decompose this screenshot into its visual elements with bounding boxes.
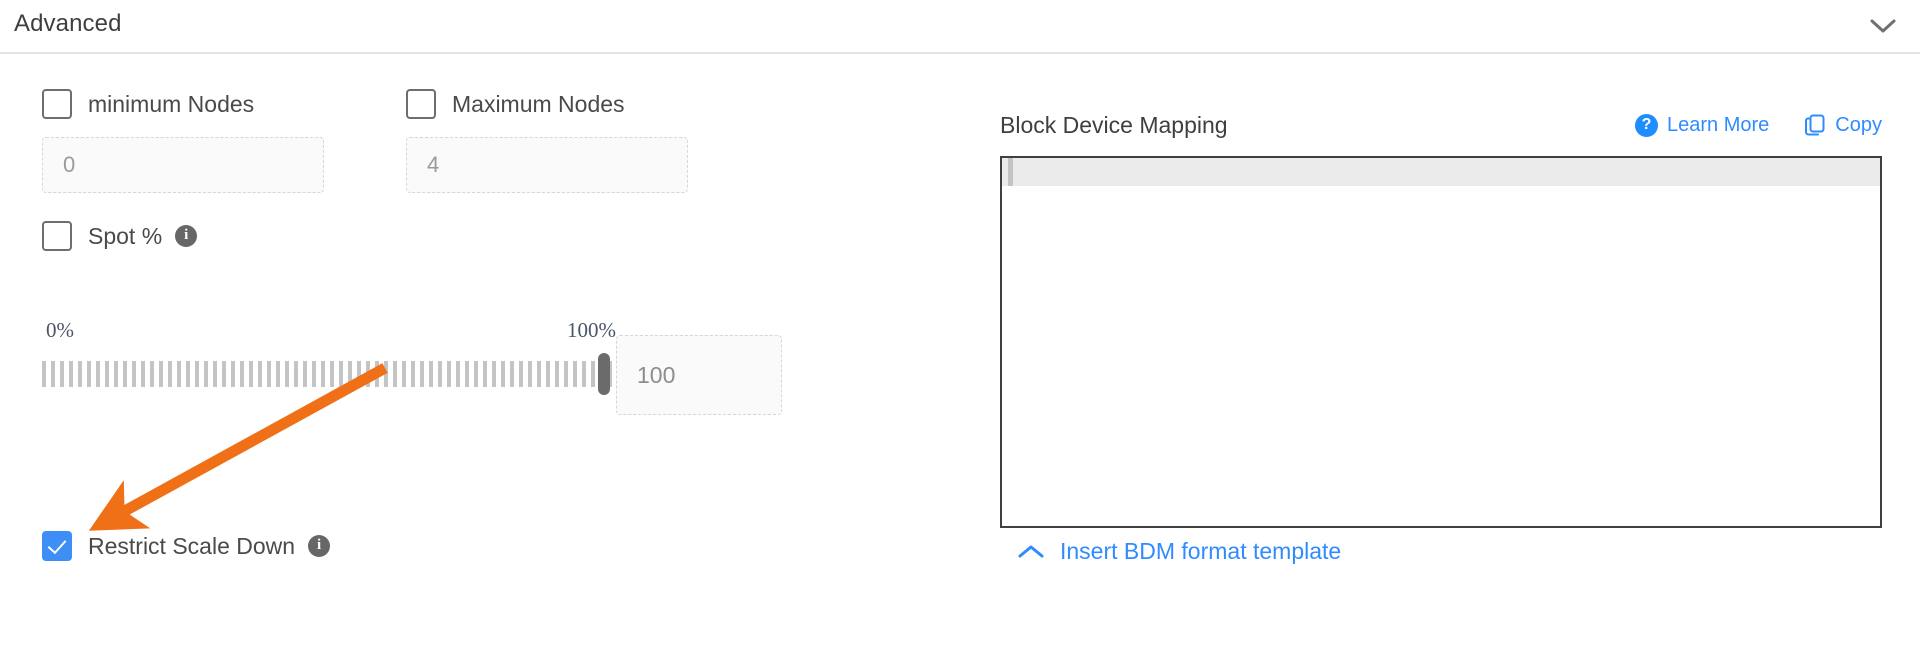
min-nodes-checkbox-row[interactable]: minimum Nodes — [42, 85, 324, 123]
min-nodes-input[interactable] — [42, 137, 324, 193]
spot-percent-checkbox-row[interactable]: Spot % i — [42, 217, 802, 255]
copy-link[interactable]: Copy — [1835, 113, 1882, 136]
spot-percent-input[interactable] — [616, 335, 782, 415]
max-nodes-checkbox-row[interactable]: Maximum Nodes — [406, 85, 688, 123]
slider-scale-labels: 0% 100% — [42, 318, 616, 343]
max-nodes-checkbox[interactable] — [406, 89, 436, 119]
min-nodes-field-row — [42, 137, 324, 193]
max-nodes-label: Maximum Nodes — [452, 90, 625, 117]
learn-more-link[interactable]: Learn More — [1667, 113, 1770, 136]
restrict-scale-down-checkbox[interactable] — [42, 531, 72, 561]
column-spacer — [324, 85, 406, 193]
min-nodes-checkbox[interactable] — [42, 89, 72, 119]
slider-min-label: 0% — [46, 318, 74, 342]
min-nodes-group: minimum Nodes — [42, 85, 324, 193]
bdm-code-editor[interactable] — [1000, 156, 1882, 528]
advanced-section-header[interactable]: Advanced — [0, 0, 1920, 54]
restrict-scale-down-checkbox-row[interactable]: Restrict Scale Down i — [42, 527, 331, 565]
min-nodes-label: minimum Nodes — [88, 90, 255, 117]
spot-percent-checkbox[interactable] — [42, 221, 72, 251]
slider-row — [42, 335, 782, 415]
bdm-header: Block Device Mapping ? Learn More Copy — [1000, 108, 1882, 142]
max-nodes-group: Maximum Nodes — [406, 85, 688, 193]
question-circle-icon[interactable]: ? — [1635, 113, 1659, 137]
bdm-title: Block Device Mapping — [1000, 111, 1228, 138]
info-icon[interactable]: i — [175, 225, 198, 247]
advanced-left-column: minimum Nodes Maximum Nodes Spot % i — [42, 85, 802, 255]
page-title: Advanced — [14, 10, 122, 37]
restrict-scale-down-row[interactable]: Restrict Scale Down i — [42, 527, 331, 565]
copy-icon[interactable] — [1805, 114, 1826, 136]
chevron-down-icon[interactable] — [1866, 9, 1900, 43]
editor-active-line — [1002, 158, 1880, 186]
editor-caret — [1015, 161, 1017, 183]
bdm-footer: Insert BDM format template — [1000, 538, 1882, 565]
spot-percent-label: Spot % — [88, 222, 163, 249]
info-icon[interactable]: i — [308, 535, 331, 557]
bdm-actions: ? Learn More Copy — [1635, 113, 1882, 137]
restrict-scale-down-label: Restrict Scale Down — [88, 532, 296, 559]
spot-percent-slider[interactable] — [42, 351, 612, 395]
chevron-up-icon[interactable] — [1018, 542, 1044, 562]
max-nodes-input[interactable] — [406, 137, 688, 193]
max-nodes-field-row — [406, 137, 688, 193]
block-device-mapping-panel: Block Device Mapping ? Learn More Copy I… — [1000, 108, 1882, 565]
nodes-row: minimum Nodes Maximum Nodes — [42, 85, 802, 193]
spot-percent-slider-block: 0% 100% — [42, 318, 782, 415]
insert-bdm-template-link[interactable]: Insert BDM format template — [1060, 538, 1342, 564]
editor-gutter — [1008, 158, 1013, 186]
slider-ticks — [42, 361, 612, 387]
slider-max-label: 100% — [567, 318, 616, 342]
slider-thumb[interactable] — [598, 353, 610, 395]
